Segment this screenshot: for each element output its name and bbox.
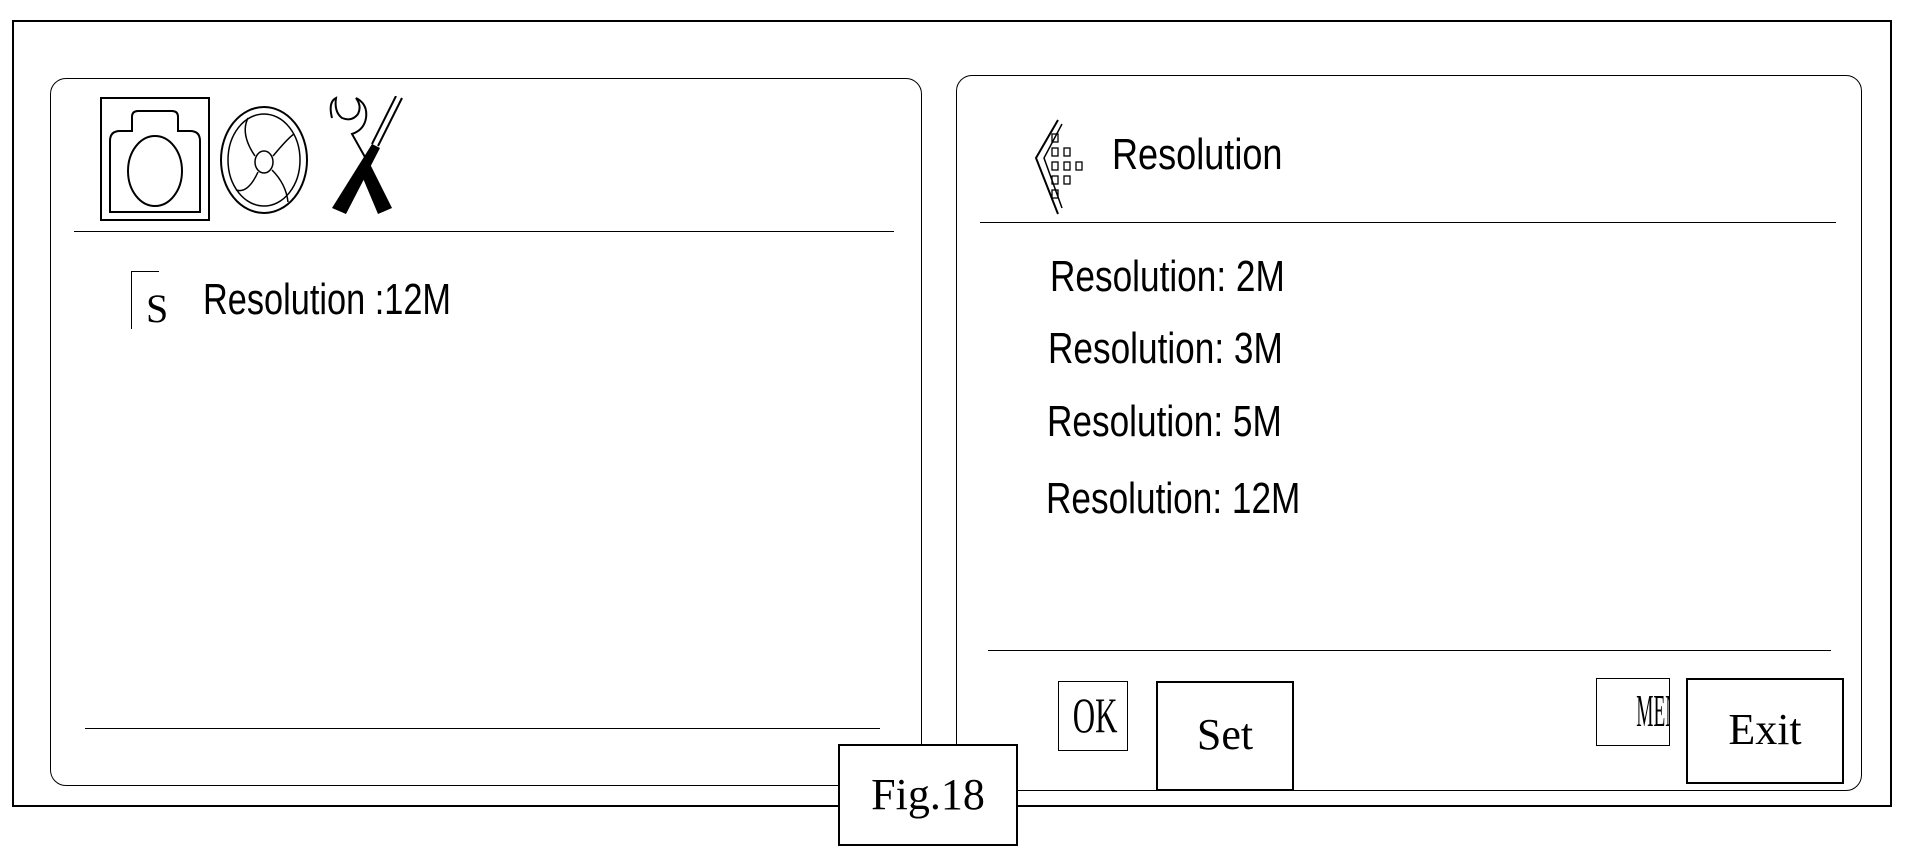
option-resolution-12m[interactable]: Resolution: 12M [1046,474,1301,523]
camera-tab[interactable] [100,97,210,221]
set-button[interactable]: Set [1156,681,1294,791]
submenu-title: Resolution [1112,130,1283,179]
exit-button[interactable]: Exit [1686,678,1844,784]
right-footer-divider [988,650,1831,651]
left-footer-divider [85,728,880,729]
video-tab[interactable] [218,104,310,216]
option-resolution-3m[interactable]: Resolution: 3M [1048,324,1283,373]
option-resolution-5m[interactable]: Resolution: 5M [1047,397,1282,446]
setting-badge-frame [131,271,159,329]
video-reel-icon [220,106,308,214]
ok-key-icon: OK [1058,681,1128,751]
back-arrow-icon [1034,119,1083,215]
option-resolution-2m[interactable]: Resolution: 2M [1050,252,1285,301]
resolution-submenu-panel [956,75,1862,791]
setting-badge: S [146,286,169,331]
left-header-divider [74,231,894,232]
menu-key-icon: MENU [1596,678,1670,746]
camera-icon [100,97,210,221]
main-menu-panel [50,78,922,786]
figure-caption: Fig.18 [838,744,1018,846]
tools-icon [329,95,403,214]
current-resolution-setting[interactable]: Resolution :12M [203,275,452,324]
right-header-divider [980,222,1836,223]
back-button[interactable] [1034,118,1086,216]
tools-tab[interactable] [322,95,406,218]
